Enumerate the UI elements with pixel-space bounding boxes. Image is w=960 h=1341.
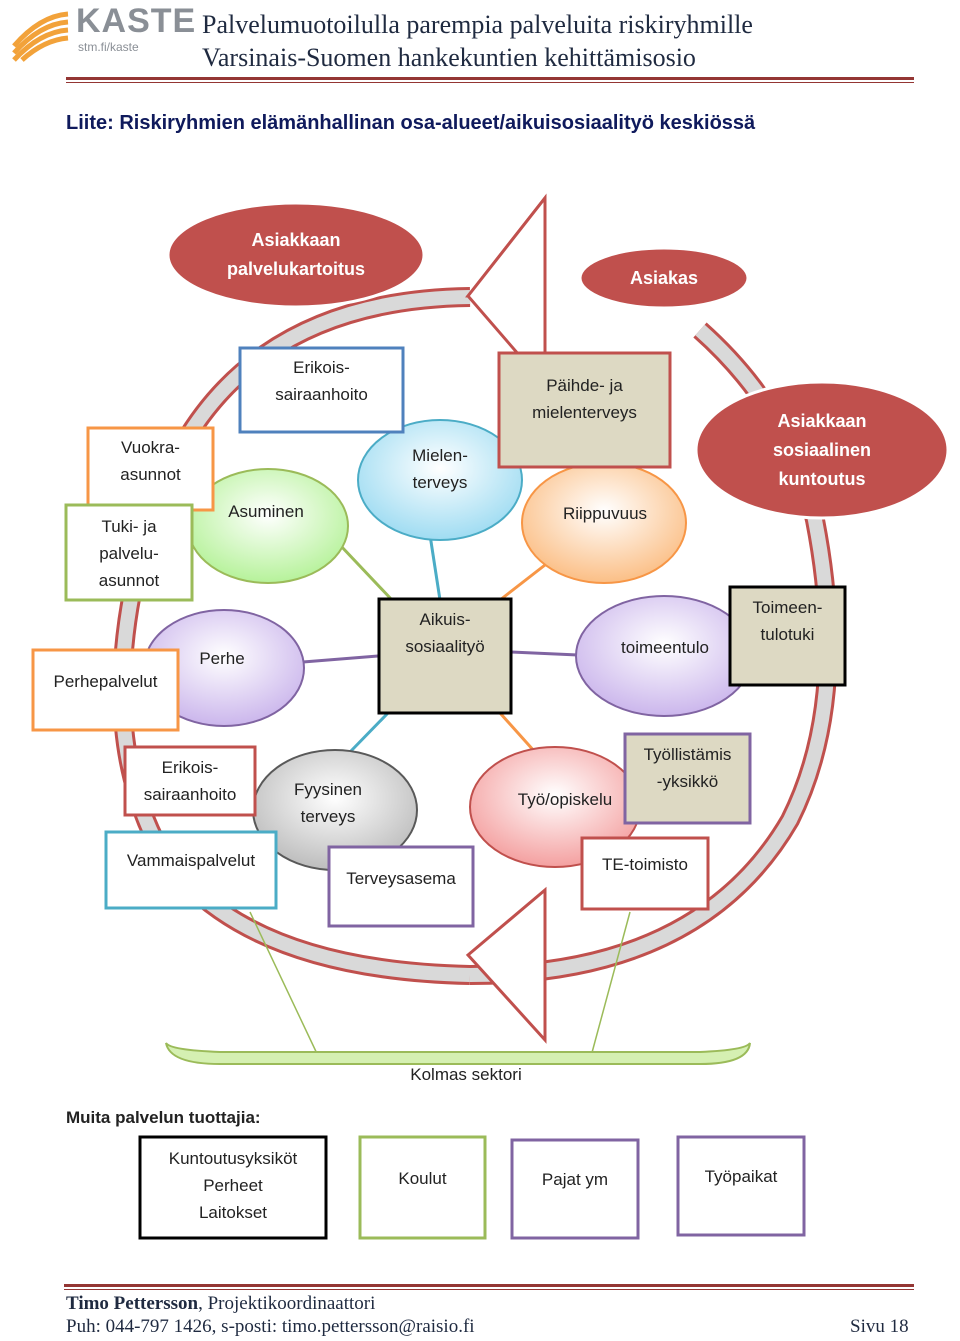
provider-text-1: Kuntoutusyksiköt Perheet Laitokset — [168, 1148, 298, 1222]
kaste-logo-icon — [12, 11, 69, 62]
ellipse-palvelukartoitus — [166, 201, 426, 309]
label-tuki: Tuki- ja palvelu- asunnot — [98, 516, 160, 590]
label-vammais: Vammaispalvelut — [126, 850, 256, 870]
label-kolmas-sektori: Kolmas sektori — [410, 1064, 522, 1084]
label-asiakas: Asiakas — [629, 267, 699, 288]
ellipse-sosiaalinen-kuntoutus — [694, 380, 950, 520]
label-te-toimisto: TE-toimisto — [602, 854, 688, 874]
label-mielenterveys: Mielen- terveys — [412, 446, 468, 492]
label-erikois-bottom: Erikois- sairaanhoito — [143, 758, 237, 804]
provider-box-1 — [138, 1135, 328, 1240]
label-sosiaalinen-kuntoutus: Asiakkaan sosiaalinen kuntoutus — [772, 410, 872, 489]
connector-lines — [249, 534, 631, 1061]
label-terveysasema: Terveysasema — [346, 868, 456, 888]
header-rule-thin — [66, 82, 914, 83]
footer-page-number: Sivu 18 — [850, 1316, 909, 1337]
label-riippuvuus: Riippuvuus — [562, 503, 648, 523]
logo-word: KASTE — [76, 2, 197, 40]
label-perhe: Perhe — [199, 648, 245, 668]
label-tyollistamis: Työllistämis -yksikkö — [643, 745, 732, 791]
box-te-toimisto — [580, 836, 710, 911]
provider-text-3: Pajat ym — [541, 1169, 609, 1189]
label-tyo-opiskelu: Työ/opiskelu — [517, 789, 613, 809]
label-toimeentulotuki: Toimeen- tulotuki — [752, 598, 823, 644]
box-erikois-bottom — [123, 745, 257, 817]
header-title-line2: Varsinais-Suomen hankekuntien kehittämis… — [202, 43, 696, 72]
footer-rule-thin — [64, 1289, 914, 1290]
label-toimeentulo: toimeentulo — [621, 637, 709, 657]
provider-box-3 — [510, 1138, 640, 1240]
box-aikuissosiaalityo — [377, 597, 513, 715]
box-perhepalvelut — [31, 648, 180, 732]
circle-mielenterveys — [357, 419, 523, 541]
box-toimeentulotuki — [728, 585, 847, 687]
provider-box-2 — [358, 1135, 487, 1240]
label-paihde: Päihde- ja mielenterveys — [532, 376, 637, 422]
box-terveysasema — [327, 845, 475, 928]
provider-text-4: Työpaikat — [704, 1166, 778, 1186]
footer-rule — [64, 1284, 914, 1287]
label-erikois-top: Erikois- sairaanhoito — [275, 358, 368, 404]
label-fyysinen-terveys: Fyysinen terveys — [293, 780, 363, 826]
label-palvelukartoitus: Asiakkaan palvelukartoitus — [226, 230, 366, 279]
box-erikois-top — [238, 346, 405, 434]
provider-box-4 — [676, 1135, 806, 1237]
header-title-line1: Palvelumuotoilulla parempia palveluita r… — [202, 10, 753, 39]
footer-role: , Projektikoordinaattori — [198, 1293, 376, 1314]
label-vuokra: Vuokra- asunnot — [120, 438, 181, 484]
provider-text-2: Koulut — [398, 1168, 447, 1188]
logo-url: stm.fi/kaste — [78, 40, 139, 54]
box-vammais — [104, 830, 278, 910]
header-rule — [66, 77, 914, 80]
label-perhepalvelut: Perhepalvelut — [53, 671, 158, 691]
ellipse-asiakas — [578, 246, 750, 310]
brace-kolmas-sektori — [165, 1042, 751, 1065]
box-paihde — [497, 351, 672, 469]
box-tuki — [64, 503, 194, 602]
label-aikuissosiaalityo: Aikuis- sosiaalityö — [405, 610, 485, 656]
box-tyollistamis — [623, 732, 752, 825]
footer-name: Timo Pettersson — [66, 1293, 199, 1314]
footer-contact: Puh: 044-797 1426, s-posti: timo.petters… — [66, 1316, 475, 1337]
label-asuminen: Asuminen — [228, 501, 304, 521]
page-heading: Liite: Riskiryhmien elämänhallinan osa-a… — [66, 112, 756, 134]
other-providers-label: Muita palvelun tuottajia: — [66, 1108, 261, 1127]
